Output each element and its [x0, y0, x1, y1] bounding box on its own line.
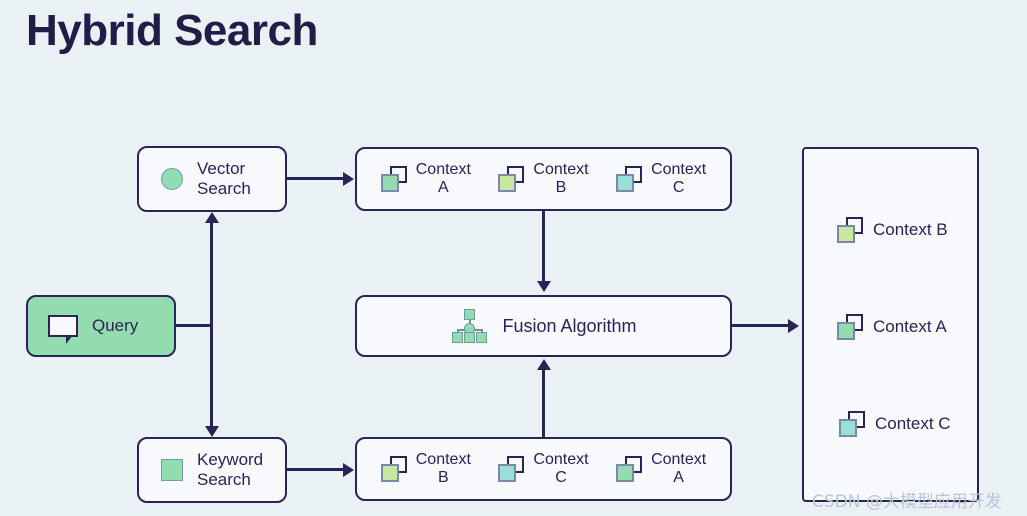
context-chip-label: Context C	[651, 161, 706, 198]
vector-results-row: Context A Context B Context C	[355, 147, 732, 211]
arrowhead-bus-to-vector	[205, 212, 219, 223]
connector-topcontext-to-fusion	[542, 211, 545, 283]
stacked-squares-icon	[837, 314, 863, 340]
result-list-item-label: Context B	[873, 220, 948, 239]
context-chip[interactable]: Context B	[380, 451, 471, 488]
node-vector-search[interactable]: Vector Search	[137, 146, 287, 212]
context-chip-label-line2: B	[555, 179, 567, 196]
result-list-item[interactable]: Context A	[837, 314, 947, 340]
context-chip-label: Context C	[533, 451, 588, 488]
arrowhead-vector-to-context	[343, 172, 354, 186]
node-query[interactable]: Query	[26, 295, 176, 357]
stacked-squares-icon	[498, 166, 525, 192]
stacked-squares-icon	[839, 411, 865, 437]
node-keyword-search[interactable]: Keyword Search	[137, 437, 287, 503]
watermark: CSDN @大模型应用开发	[812, 492, 1002, 512]
context-chip-label-line2: B	[437, 469, 449, 486]
context-chip[interactable]: Context A	[380, 161, 471, 198]
arrowhead-keyword-to-context	[343, 463, 354, 477]
arrowhead-bus-to-keyword	[205, 426, 219, 437]
connector-vector-to-context	[287, 177, 345, 180]
node-vector-search-label-line1: Vector	[197, 159, 246, 179]
context-chip-label-line2: A	[673, 469, 684, 486]
node-query-label: Query	[92, 316, 139, 336]
node-fusion-algorithm[interactable]: Fusion Algorithm	[355, 295, 732, 357]
stacked-squares-icon	[616, 456, 643, 482]
context-chip-label-line2: C	[555, 469, 567, 486]
context-chip[interactable]: Context B	[498, 161, 589, 198]
context-chip[interactable]: Context C	[498, 451, 589, 488]
stacked-squares-icon	[380, 166, 407, 192]
context-chip-label: Context B	[416, 451, 471, 488]
result-list-item[interactable]: Context C	[839, 411, 951, 437]
result-list-item-label: Context C	[875, 414, 951, 433]
node-keyword-search-label: Keyword Search	[197, 450, 263, 489]
result-list-item-label: Context A	[873, 317, 947, 336]
connector-vertical-bus	[210, 222, 213, 432]
context-chip[interactable]: Context A	[616, 451, 706, 488]
circle-icon	[161, 168, 183, 190]
context-chip-label-line2: C	[672, 179, 685, 196]
arrowhead-topcontext-to-fusion	[537, 281, 551, 292]
stacked-squares-icon	[616, 166, 643, 192]
node-vector-search-label: Vector Search	[197, 159, 251, 198]
final-results-panel: Context B Context A Context C	[802, 147, 979, 502]
speech-bubble-icon	[48, 315, 78, 344]
context-chip-label-line1: Context	[415, 450, 471, 468]
arrowhead-fusion-to-results	[788, 319, 799, 333]
node-fusion-algorithm-label: Fusion Algorithm	[502, 315, 637, 336]
context-chip-label-line1: Context	[651, 450, 707, 468]
result-list-item[interactable]: Context B	[837, 217, 948, 243]
context-chip-label-line1: Context	[651, 160, 707, 178]
context-chip-label-line1: Context	[533, 450, 589, 468]
context-chip-label-line1: Context	[415, 160, 471, 178]
context-chip-label-line2: A	[437, 179, 449, 196]
node-keyword-search-label-line1: Keyword	[197, 450, 264, 470]
hierarchy-icon	[450, 309, 490, 343]
page-title: Hybrid Search	[26, 6, 318, 55]
node-keyword-search-label-line2: Search	[197, 470, 251, 489]
connector-fusion-to-results	[732, 324, 790, 327]
connector-bottomcontext-to-fusion	[542, 369, 545, 439]
arrowhead-bottomcontext-to-fusion	[537, 359, 551, 370]
context-chip-label: Context A	[416, 161, 471, 198]
stacked-squares-icon	[380, 456, 407, 482]
square-icon	[161, 459, 183, 481]
connector-keyword-to-context	[287, 468, 345, 471]
stacked-squares-icon	[837, 217, 863, 243]
keyword-results-row: Context B Context C Context A	[355, 437, 732, 501]
context-chip[interactable]: Context C	[616, 161, 706, 198]
context-chip-label: Context A	[651, 451, 706, 488]
connector-query-to-bus	[176, 324, 212, 327]
context-chip-label-line1: Context	[533, 160, 589, 178]
stacked-squares-icon	[498, 456, 525, 482]
node-vector-search-label-line2: Search	[197, 179, 251, 198]
context-chip-label: Context B	[533, 161, 588, 198]
